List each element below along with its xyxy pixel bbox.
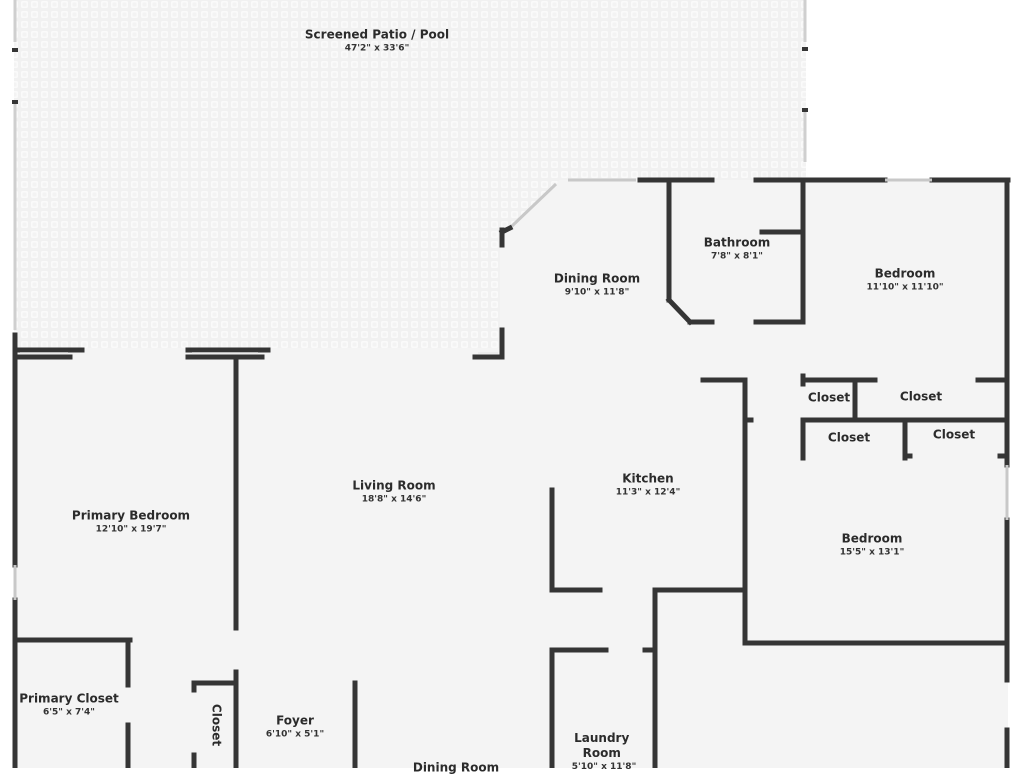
room-name: Primary Bedroom xyxy=(71,508,191,523)
room-label-closet-1: Closet xyxy=(808,391,850,406)
room-dimensions: 12'10" x 19'7" xyxy=(95,524,167,535)
room-label-closet-3: Closet xyxy=(828,431,870,446)
room-name: Closet xyxy=(209,703,224,747)
room-dimensions: 18'8" x 14'6" xyxy=(361,494,427,505)
room-label-bathroom: Bathroom 7'8" x 8'1" xyxy=(704,236,770,263)
room-name: Bathroom xyxy=(703,235,771,250)
room-dimensions: 15'5" x 13'1" xyxy=(839,547,905,558)
walls xyxy=(12,177,1011,768)
room-dimensions: 9'10" x 11'8" xyxy=(564,287,630,298)
room-label-closet-foyer: Closet xyxy=(209,704,224,746)
room-label-dining-bottom: Dining Room xyxy=(413,761,499,776)
room-dimensions: 6'5" x 7'4" xyxy=(42,707,95,718)
room-name: Living Room xyxy=(352,478,436,493)
room-label-kitchen: Kitchen 11'3" x 12'4" xyxy=(616,472,681,499)
room-name: Bedroom xyxy=(841,531,903,546)
room-label-closet-2: Closet xyxy=(900,390,942,405)
room-dimensions: 6'10" x 5'1" xyxy=(265,729,325,740)
room-name: Closet xyxy=(932,427,976,442)
room-dimensions: 11'3" x 12'4" xyxy=(615,487,681,498)
room-dimensions: 47'2" x 33'6" xyxy=(344,43,410,54)
patio-area xyxy=(14,0,806,348)
room-label-patio: Screened Patio / Pool 47'2" x 33'6" xyxy=(305,28,449,55)
room-label-bedroom-ne: Bedroom 11'10" x 11'10" xyxy=(866,267,943,294)
room-label-primary-bedroom: Primary Bedroom 12'10" x 19'7" xyxy=(72,509,190,536)
patio-screen xyxy=(13,0,807,330)
room-name: Foyer xyxy=(276,713,314,728)
room-name: Dining Room xyxy=(412,760,500,775)
room-label-bedroom-e: Bedroom 15'5" x 13'1" xyxy=(840,532,905,559)
patio-posts xyxy=(12,47,808,112)
room-name: Closet xyxy=(827,430,871,445)
room-name: Dining Room xyxy=(553,271,641,286)
room-label-laundry: Laundry Room 5'10" x 11'8" xyxy=(572,731,637,773)
interior-floor xyxy=(14,180,1008,768)
room-name: Closet xyxy=(899,389,943,404)
room-dimensions: 5'10" x 11'8" xyxy=(571,762,637,772)
room-name: Laundry Room xyxy=(574,731,630,760)
windows xyxy=(13,178,1009,600)
room-name: Bedroom xyxy=(874,266,936,281)
room-label-dining-top: Dining Room 9'10" x 11'8" xyxy=(554,272,640,299)
room-label-closet-4: Closet xyxy=(933,428,975,443)
room-name: Closet xyxy=(807,390,851,405)
room-dimensions: 7'8" x 8'1" xyxy=(710,251,763,262)
room-label-living: Living Room 18'8" x 14'6" xyxy=(352,479,435,506)
room-name: Kitchen xyxy=(622,471,674,486)
room-label-primary-closet: Primary Closet 6'5" x 7'4" xyxy=(19,692,119,719)
room-name: Primary Closet xyxy=(19,691,119,706)
room-name: Screened Patio / Pool xyxy=(304,27,450,42)
room-dimensions: 11'10" x 11'10" xyxy=(866,282,944,293)
room-label-foyer: Foyer 6'10" x 5'1" xyxy=(266,714,324,741)
